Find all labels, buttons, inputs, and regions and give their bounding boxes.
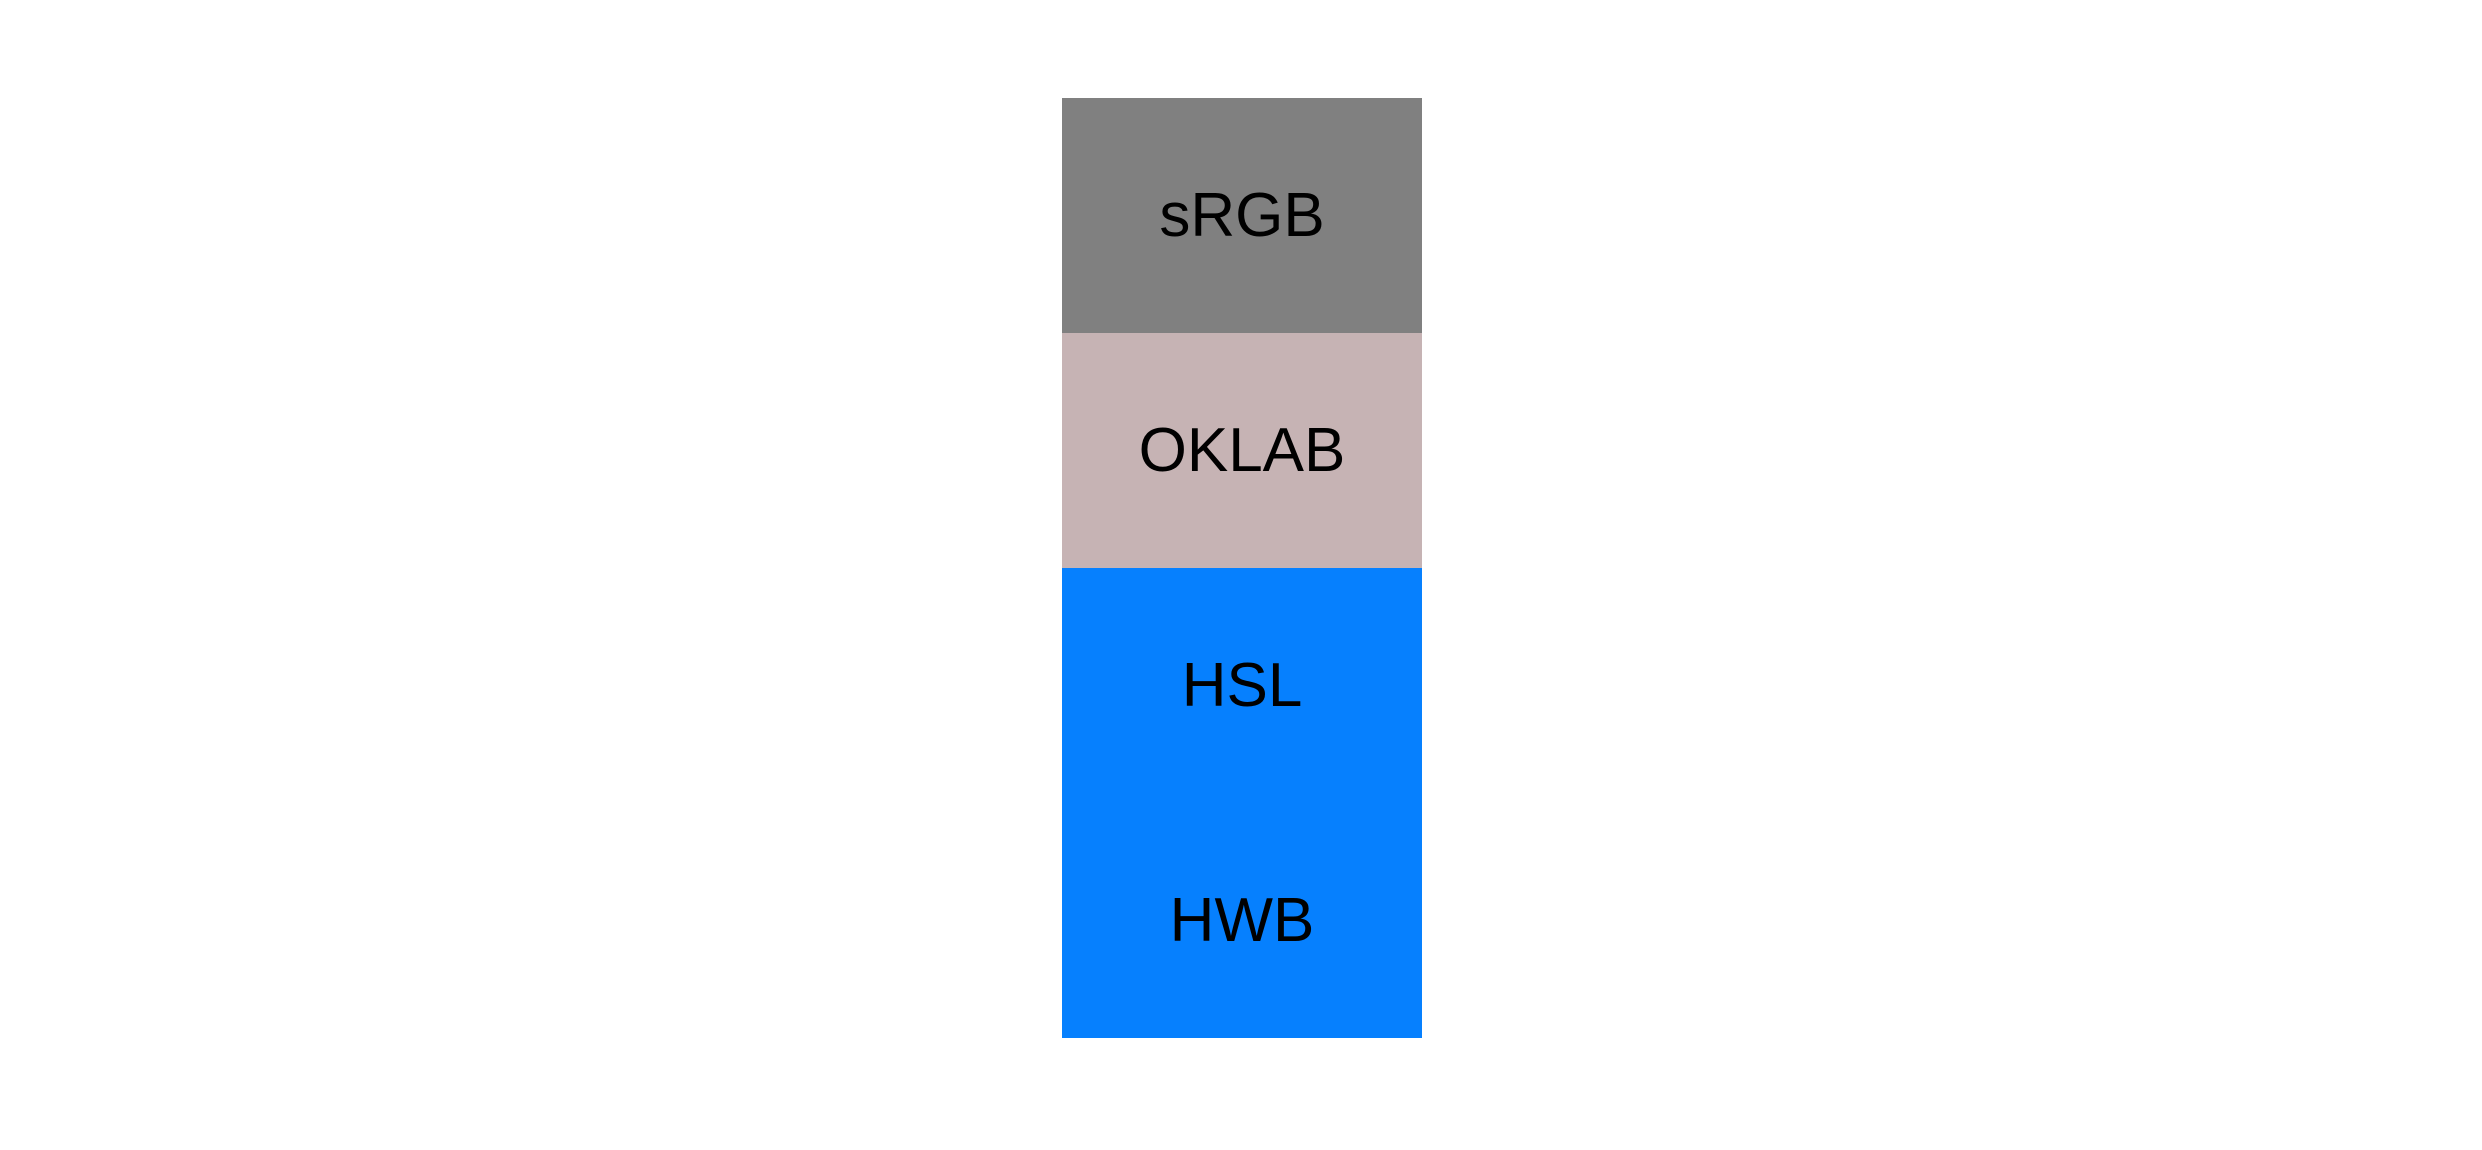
swatch-srgb: sRGB: [1062, 98, 1422, 333]
swatch-label-srgb: sRGB: [1159, 180, 1325, 250]
swatch-label-hwb: HWB: [1169, 885, 1315, 955]
color-space-swatch-stack: sRGB OKLAB HSL HWB: [1062, 98, 1422, 1038]
swatch-label-oklab: OKLAB: [1138, 415, 1346, 485]
swatch-oklab: OKLAB: [1062, 333, 1422, 568]
swatch-label-hsl: HSL: [1181, 650, 1303, 720]
swatch-hwb: HWB: [1062, 803, 1422, 1038]
swatch-hsl: HSL: [1062, 568, 1422, 803]
